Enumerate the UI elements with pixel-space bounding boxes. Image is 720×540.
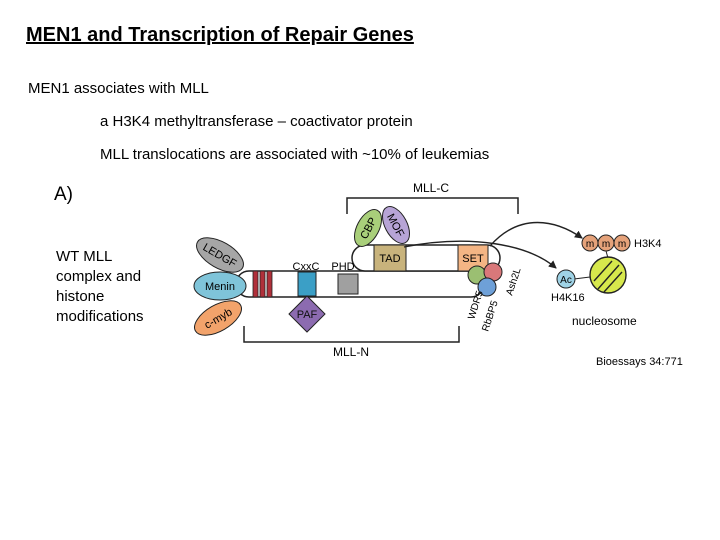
phd-label: PHD [331,261,354,273]
bullet-h3k4-methyltransferase: a H3K4 methyltransferase – coactivator p… [100,113,413,130]
slide-title: MEN1 and Transcription of Repair Genes [26,24,414,46]
acetyl-mark [556,269,576,289]
mof-protein [381,206,411,244]
diagram-caption: WT MLL complex and histone modifications [56,248,144,325]
caption-line-3: histone [56,288,104,305]
nucleosome-label: nucleosome [572,314,637,328]
acetyl-label: Ac [560,275,572,286]
phd-domain [337,273,359,295]
nucleosome-core [589,256,627,294]
menin-label: Menin [205,281,235,293]
caption-line-4: modifications [56,308,144,325]
methyl-label-1: m [586,239,594,250]
panel-label: A) [54,184,73,205]
bullet-mll-translocations: MLL translocations are associated with ~… [100,146,490,163]
bullet-men1-mll: MEN1 associates with MLL [28,80,209,97]
at-hook-2 [259,270,266,298]
methylation-arrow [489,221,583,247]
set-label: SET [462,253,484,265]
mll-c-bracket [346,197,519,214]
rbbp5-label: RbBP5 [480,299,500,333]
ledgf-protein [196,237,244,273]
paf-diamond [288,295,326,333]
h3k4-label: H3K4 [634,238,662,250]
nucleosome-stripes [593,260,623,293]
h4k16-label: H4K16 [551,292,585,304]
tad-label: TAD [379,253,400,265]
cxxc-label: CxxC [293,261,320,273]
methyl-label-2: m [602,239,610,250]
cxxc-domain [297,271,317,297]
at-hook-1 [252,270,259,298]
paf-label: PAF [297,309,318,321]
citation: Bioessays 34:771 [596,356,683,368]
methyl-label-3: m [618,239,626,250]
c-myb-protein [194,300,242,336]
mll-n-label: MLL-N [333,345,369,359]
acetylation-arrow [403,240,557,269]
caption-line-2: complex and [56,268,141,285]
methyl-mark-3 [613,234,631,252]
acetyl-tail [573,276,591,280]
at-hook-3 [266,270,273,298]
tad-domain [373,244,407,272]
mll-n-bracket [243,326,460,343]
at-hook-motifs [252,270,273,298]
rbbp5-circle [477,277,497,297]
mll-n-bar [235,270,485,298]
mll-c-label: MLL-C [413,181,449,195]
caption-line-1: WT MLL [56,248,112,265]
menin-protein [193,271,247,301]
cbp-protein [353,209,383,247]
ash2l-label: Ash2L [504,266,523,297]
